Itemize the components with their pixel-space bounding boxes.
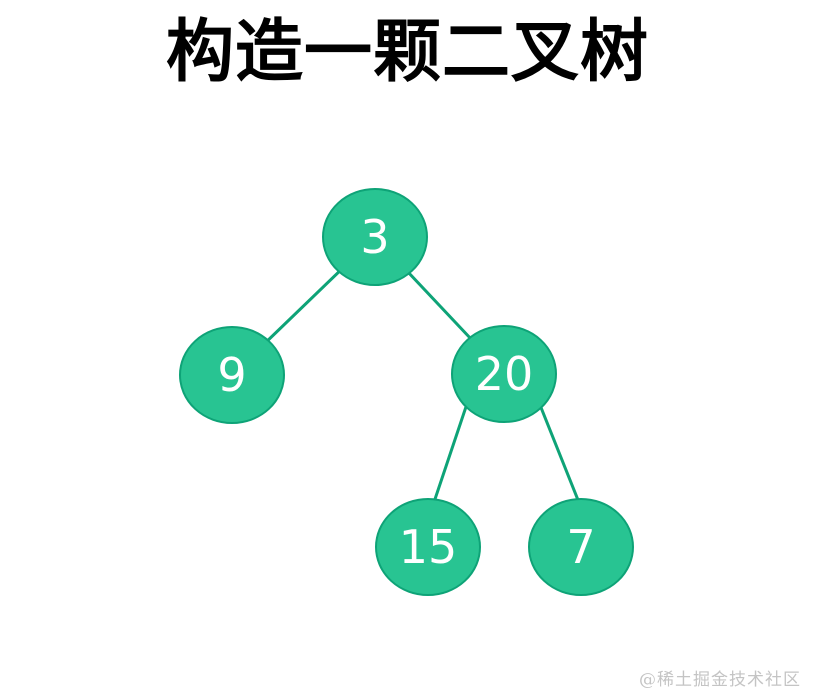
- tree-node-label-9: 9: [217, 348, 246, 402]
- page-title: 构造一颗二叉树: [165, 13, 649, 92]
- tree-node-circle-7: [528, 498, 634, 596]
- tree-node-circle-20: [451, 325, 557, 423]
- tree-node-3: 3: [322, 188, 428, 286]
- tree-node-7: 7: [528, 498, 634, 596]
- tree-node-circle-15: [375, 498, 481, 596]
- tree-node-label-7: 7: [566, 520, 595, 574]
- watermark-text: @稀土掘金技术社区: [639, 670, 801, 690]
- tree-node-9: 9: [179, 326, 285, 424]
- tree-node-circle-3: [322, 188, 428, 286]
- tree-node-15: 15: [375, 498, 481, 596]
- tree-node-20: 20: [451, 325, 557, 423]
- tree-node-circle-9: [179, 326, 285, 424]
- tree-node-label-20: 20: [475, 347, 534, 401]
- tree-node-label-15: 15: [399, 520, 458, 574]
- tree-node-label-3: 3: [360, 210, 389, 264]
